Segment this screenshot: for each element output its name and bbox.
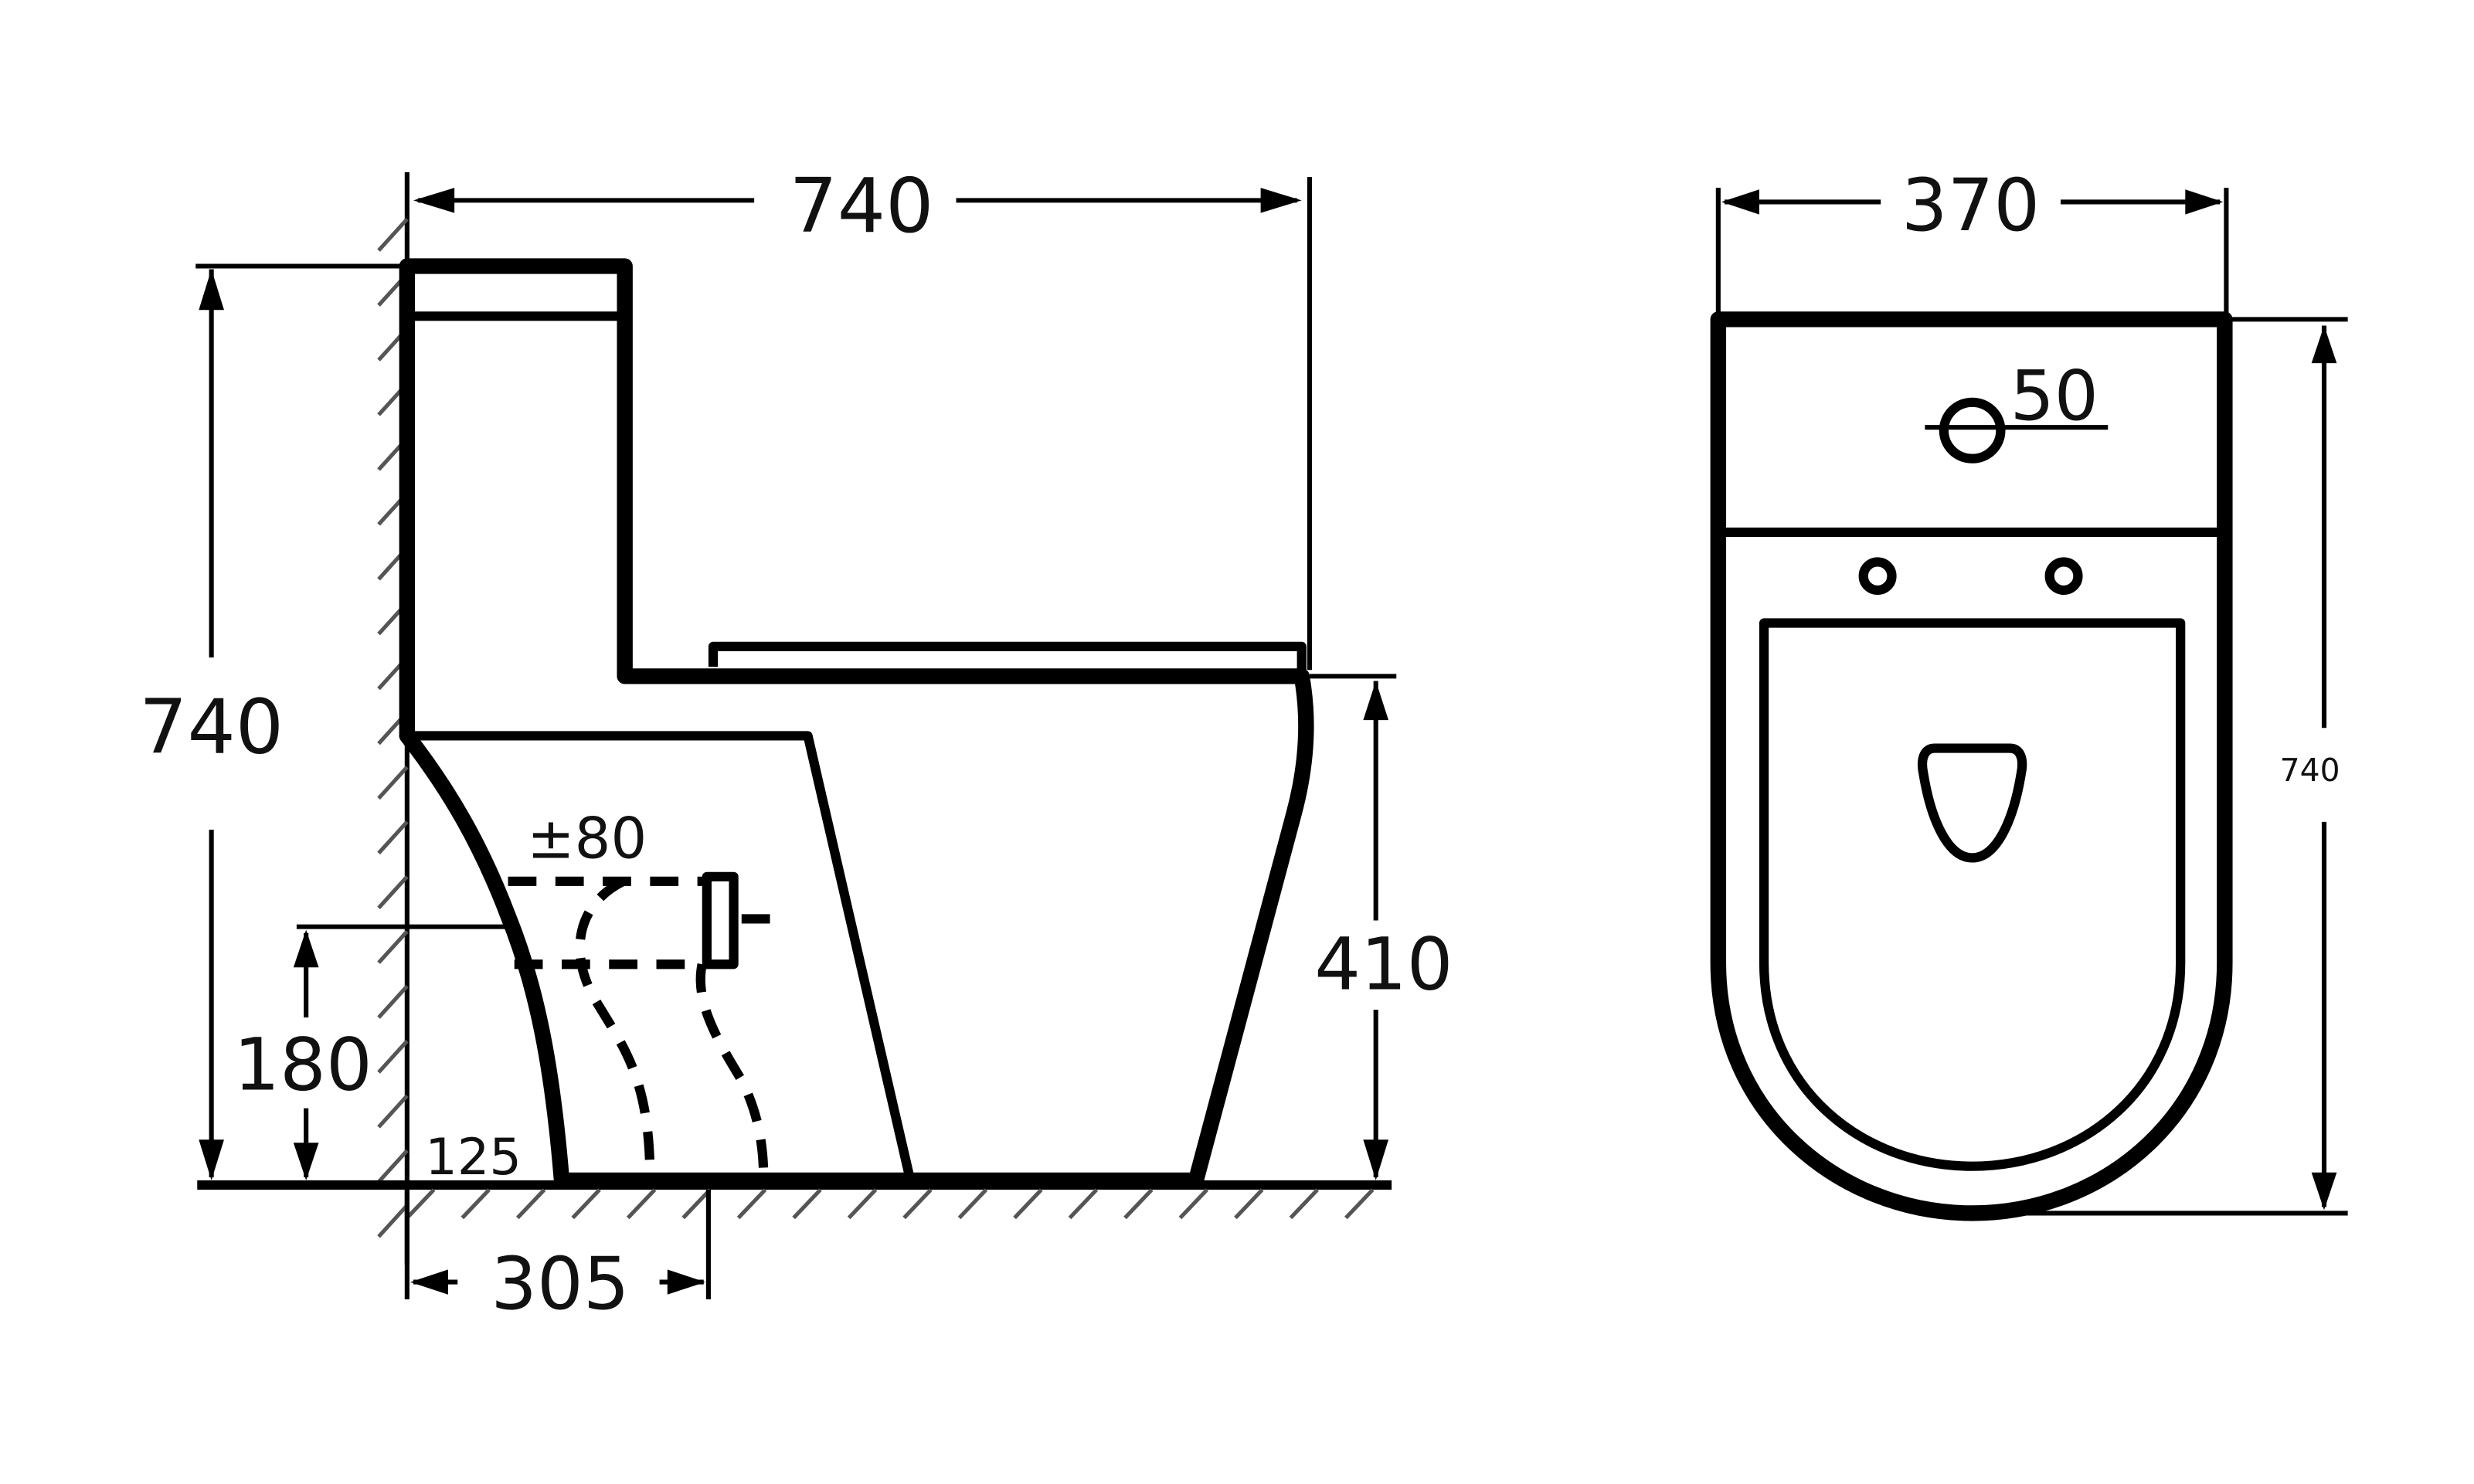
dim-top-depth [1980, 317, 2348, 1216]
dim-top-width [1715, 188, 2229, 314]
dim-label-tap-hole: 50 [2010, 356, 2098, 436]
dim-seat-height [1309, 674, 1397, 1180]
dim-label-side-length: 740 [789, 162, 933, 250]
dim-side-length [413, 176, 1312, 671]
dim-label-top-width: 370 [1901, 164, 2040, 248]
dim-outlet-height [293, 924, 515, 1180]
dim-label-top-depth: 740 [2280, 752, 2340, 789]
dim-label-outlet-height: 180 [233, 1024, 372, 1108]
dim-label-rough-in: 305 [491, 1242, 629, 1326]
floor-hatch [197, 1180, 1392, 1220]
dim-rough-in [404, 1184, 711, 1299]
toilet-top-outline [1710, 311, 2233, 1221]
side-view: 740 740 410 180 ±80 [139, 162, 1453, 1326]
dim-label-side-height: 740 [139, 684, 284, 772]
dim-label-outlet-tolerance: ±80 [527, 807, 647, 872]
dim-label-small-offset: 125 [425, 1129, 522, 1187]
dim-label-seat-height: 410 [1314, 923, 1453, 1007]
outlet-hidden-lines [508, 871, 790, 1180]
top-view: 50 370 740 [1710, 164, 2348, 1221]
toilet-side-outline [399, 258, 1314, 1189]
dim-side-height [195, 263, 407, 1180]
